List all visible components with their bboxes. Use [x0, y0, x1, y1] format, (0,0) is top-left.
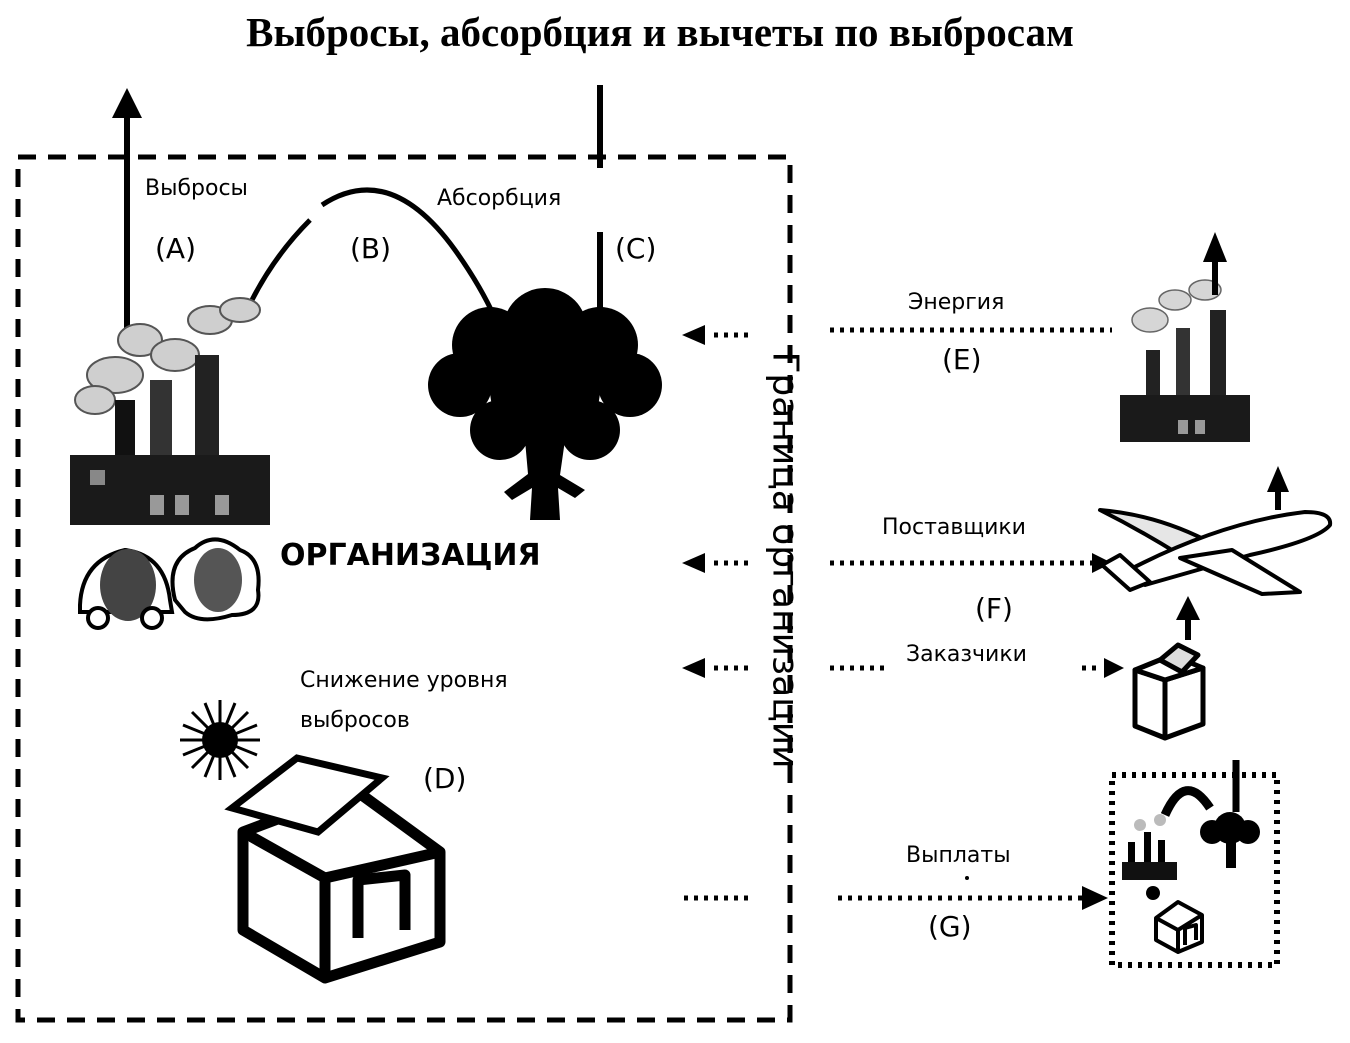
tag-a: (A)	[155, 232, 197, 265]
car-icon	[78, 547, 175, 630]
offset-dot	[1146, 886, 1160, 900]
offset-factory-icon	[1122, 814, 1177, 880]
airplane-icon	[1098, 508, 1333, 596]
offset-tree-icon	[1200, 760, 1260, 868]
tag-e: (E)	[942, 343, 982, 376]
arrow-up-icon	[1203, 232, 1227, 295]
solar-panel-icon	[224, 754, 390, 836]
offset-house-icon	[1154, 900, 1204, 954]
tree-icon	[428, 288, 662, 520]
tag-b: (B)	[350, 232, 392, 265]
tag-d: (D)	[423, 762, 467, 795]
arrow-left-head-suppliers	[682, 553, 705, 573]
organization-boundary	[15, 154, 793, 1023]
sun-icon	[180, 700, 260, 780]
absorption-arc-right	[320, 187, 498, 320]
factory-icon	[70, 297, 270, 525]
arrow-right-head-payments	[1082, 886, 1108, 910]
arrow-up-icon	[1176, 596, 1200, 640]
page-title: Выбросы, абсорбция и вычеты по выбросам	[246, 9, 1074, 55]
boundary-label: Граница организации	[764, 351, 806, 769]
tag-g: (G)	[928, 910, 972, 943]
arrow-up-icon	[1267, 466, 1289, 510]
factory-small-icon	[1120, 279, 1250, 442]
absorption-arc-left	[249, 218, 312, 302]
customers-label: Заказчики	[906, 642, 1027, 667]
arrow-left-head-energy	[682, 325, 705, 345]
organization-label: ОРГАНИЗАЦИЯ	[280, 538, 541, 573]
reduction-label-line2: выбросов	[300, 708, 410, 733]
smoke-cloud-icon	[170, 537, 261, 622]
tag-c: (C)	[615, 232, 657, 265]
reduction-label-line1: Снижение уровня	[300, 668, 508, 693]
emissions-arrow-icon	[112, 88, 142, 345]
tag-f: (F)	[975, 592, 1013, 625]
box-icon	[1132, 642, 1206, 741]
payments-dot	[965, 876, 969, 880]
arrow-left-head-customers	[682, 658, 705, 678]
offset-projects-box	[1109, 772, 1280, 968]
suppliers-label: Поставщики	[882, 515, 1026, 540]
absorption-label: Абсорбция	[437, 186, 562, 211]
emissions-label: Выбросы	[145, 176, 248, 201]
offset-absorption-arc	[1160, 786, 1214, 817]
arrow-right-head-customers	[1104, 658, 1124, 678]
house-icon	[237, 784, 446, 984]
arrow-left-icon	[682, 332, 748, 901]
payments-label: Выплаты	[906, 843, 1011, 868]
energy-label: Энергия	[908, 290, 1005, 315]
